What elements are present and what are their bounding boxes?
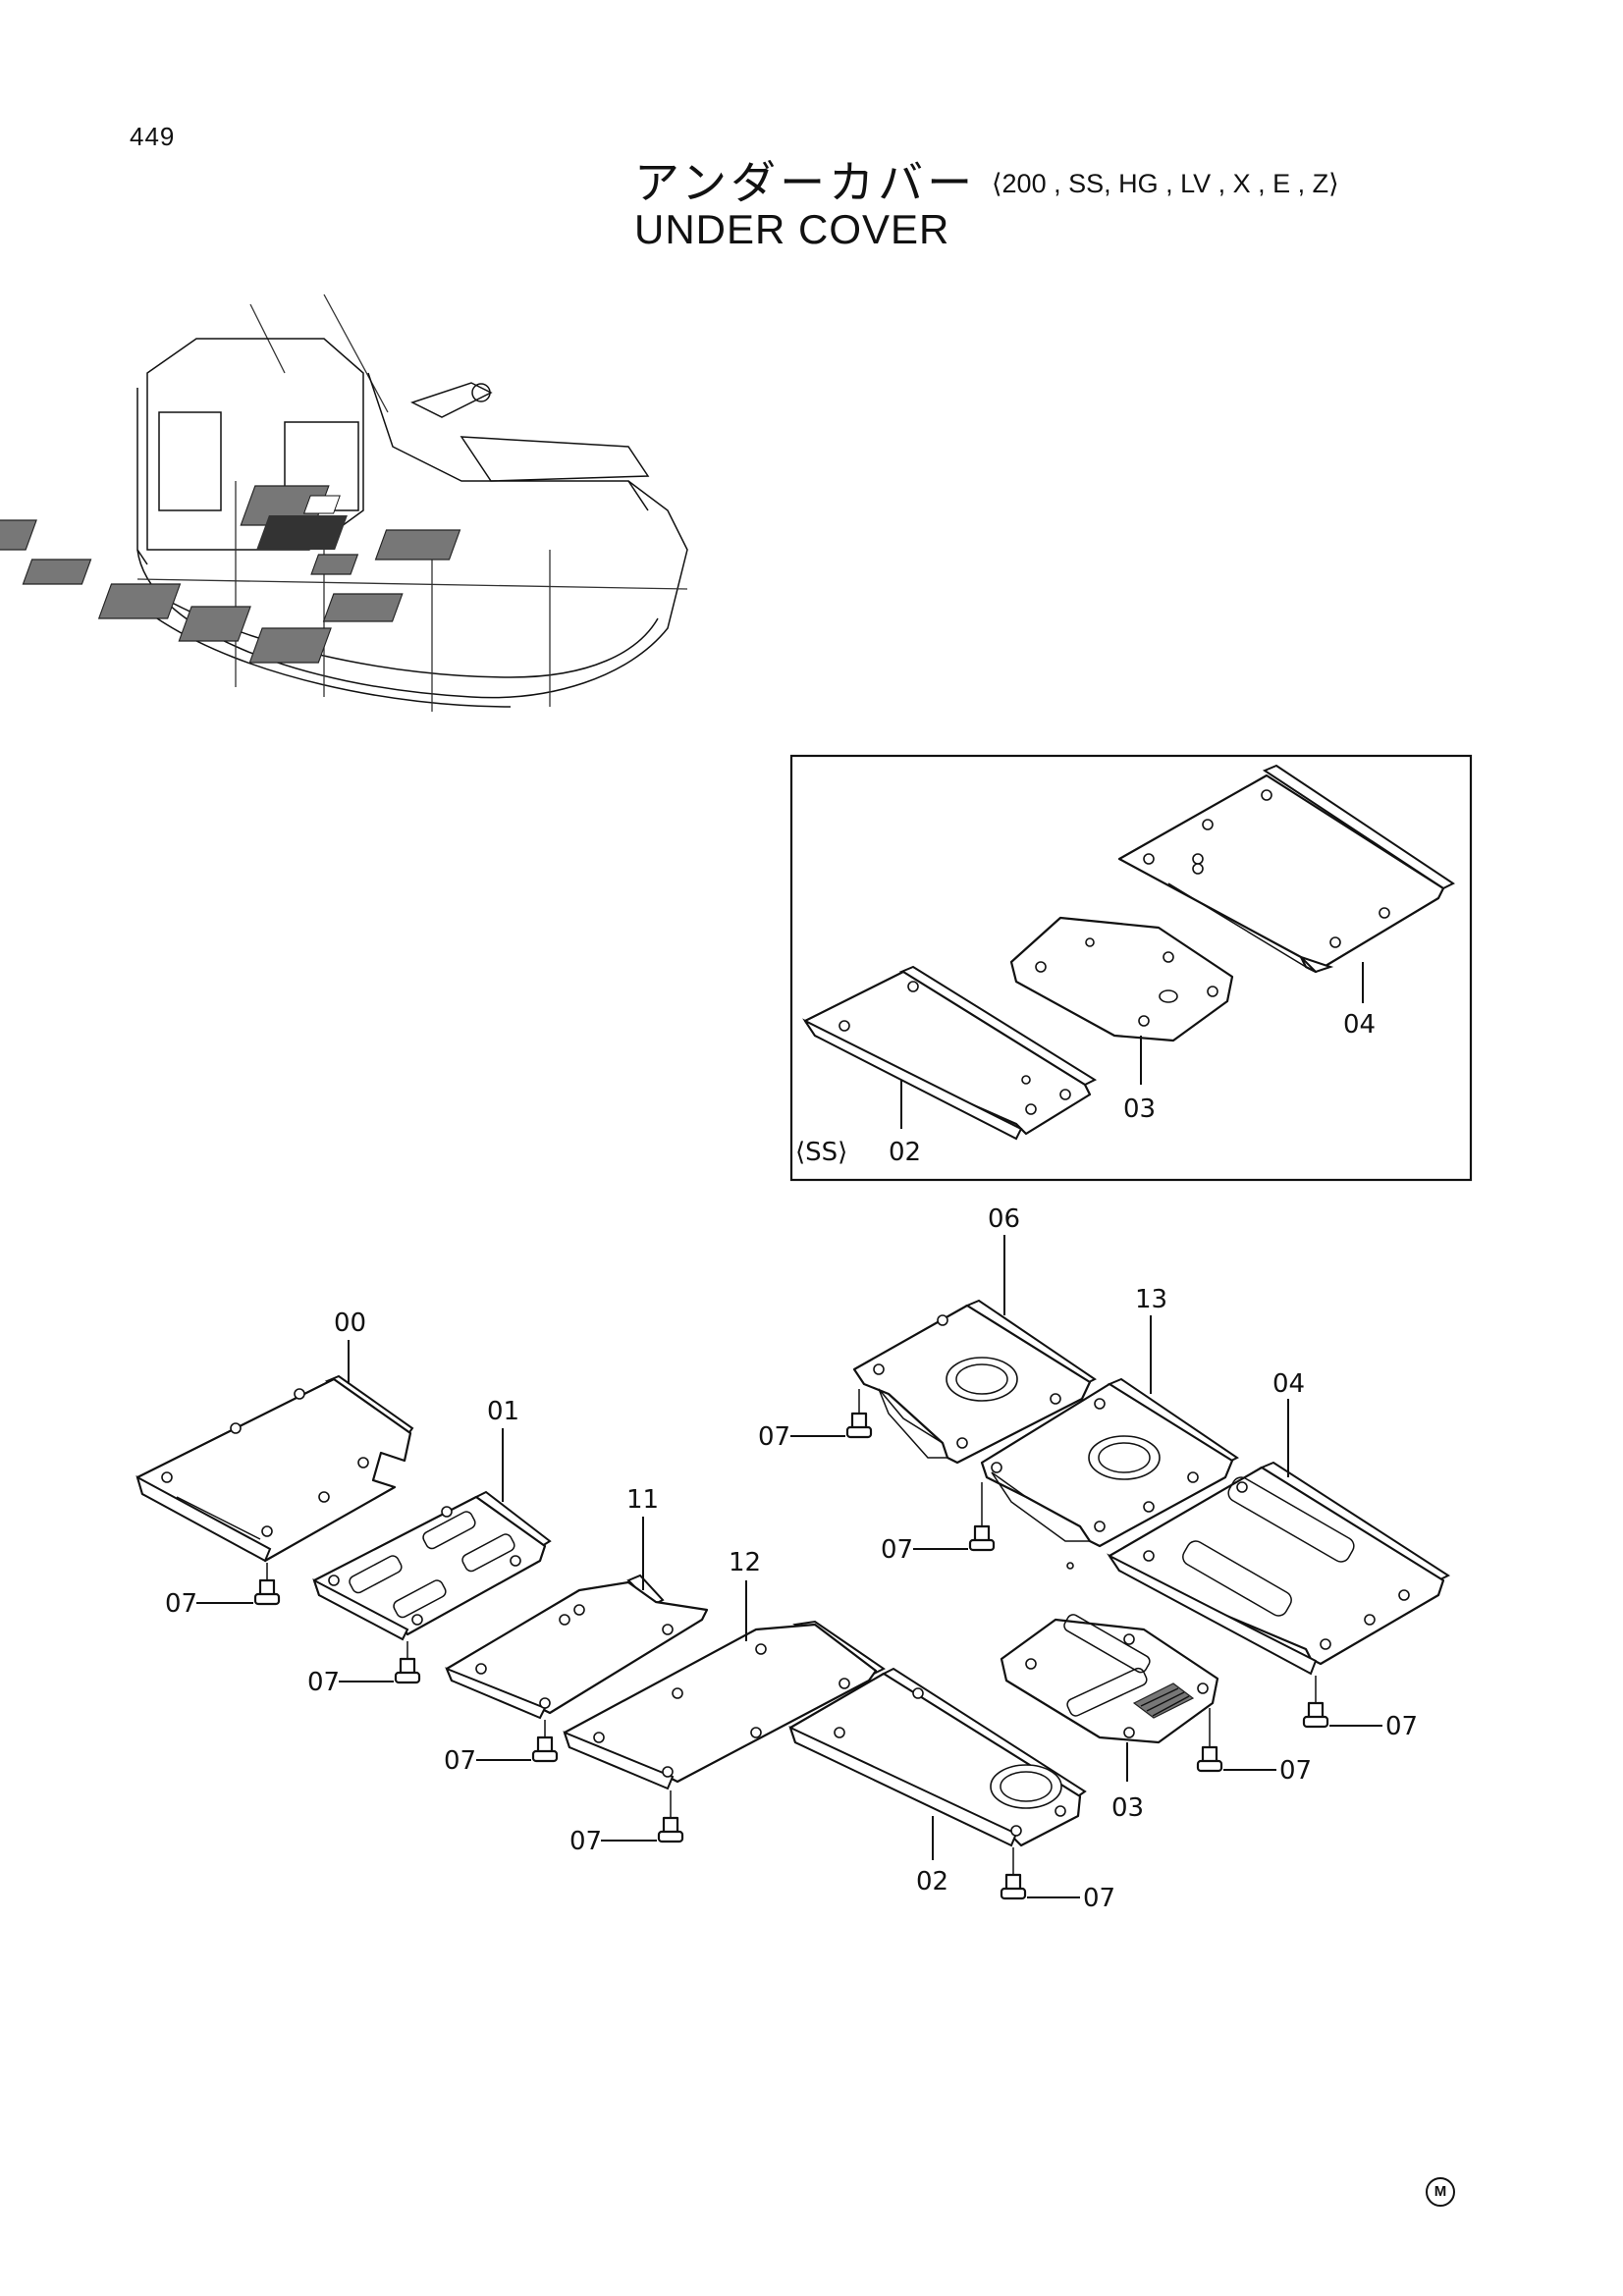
- machine-overview-illustration: [0, 294, 688, 712]
- inset-part-02: [802, 965, 1098, 1141]
- part-12-cover: [563, 1620, 886, 1790]
- page-number: 449: [130, 122, 176, 151]
- title-japanese: アンダーカバー: [634, 157, 977, 208]
- title-english: UNDER COVER: [634, 206, 950, 252]
- inset-callout-04: 04: [1343, 1010, 1376, 1040]
- callout-12: 12: [729, 1548, 761, 1577]
- callout-03: 03: [1111, 1793, 1144, 1823]
- part-11-cover: [445, 1574, 709, 1720]
- callout-04: 04: [1272, 1369, 1305, 1399]
- callout-06: 06: [988, 1204, 1020, 1234]
- bolt-icon: [657, 1790, 684, 1843]
- callout-07-bolt: 07: [569, 1827, 602, 1856]
- inset-variant-label: ⟨SS⟩: [795, 1138, 847, 1167]
- callout-07-bolt: 07: [165, 1589, 197, 1619]
- inset-part-04: [1117, 764, 1455, 974]
- part-03-cover: [1000, 1562, 1219, 1744]
- part-04-cover: [1107, 1461, 1451, 1676]
- callout-07-bolt: 07: [758, 1422, 790, 1452]
- bolt-icon: [394, 1641, 421, 1684]
- inset-callout-02: 02: [889, 1138, 921, 1167]
- bolts-07: [253, 1389, 1329, 1900]
- bolt-icon: [1302, 1676, 1329, 1729]
- callout-07-bolt: 07: [1083, 1884, 1115, 1913]
- callout-02: 02: [916, 1867, 948, 1896]
- manufacturer-mark-icon: M: [1426, 2177, 1455, 2207]
- bolt-icon: [1196, 1708, 1223, 1773]
- part-02-cover: [788, 1667, 1087, 1847]
- ss-variant-inset: 04 03 02 ⟨SS⟩: [789, 754, 1473, 1182]
- bolt-icon: [531, 1720, 559, 1763]
- inset-callout-03: 03: [1123, 1095, 1156, 1124]
- bolt-icon: [1000, 1847, 1027, 1900]
- part-00-cover: [135, 1374, 414, 1563]
- bolt-icon: [845, 1389, 873, 1439]
- callout-11: 11: [626, 1485, 659, 1515]
- callout-00: 00: [334, 1308, 366, 1338]
- callout-13: 13: [1135, 1285, 1167, 1314]
- callout-07-bolt: 07: [1385, 1712, 1418, 1741]
- callout-07-bolt: 07: [444, 1746, 476, 1776]
- part-01-cover: [312, 1490, 552, 1641]
- callout-07-bolt: 07: [1279, 1756, 1312, 1786]
- callout-07-bolt: 07: [307, 1668, 340, 1697]
- bolt-icon: [253, 1563, 281, 1606]
- callout-01: 01: [487, 1397, 519, 1426]
- inset-part-03: [1009, 916, 1234, 1042]
- part-13-cover: [980, 1377, 1239, 1548]
- title-model-variants: ⟨200 , SS, HG , LV , X , E , Z⟩: [992, 169, 1339, 198]
- leader-lines: [196, 1235, 1382, 1898]
- part-06-cover: [852, 1299, 1097, 1465]
- bolt-icon: [968, 1482, 996, 1552]
- callout-07-bolt: 07: [881, 1535, 913, 1565]
